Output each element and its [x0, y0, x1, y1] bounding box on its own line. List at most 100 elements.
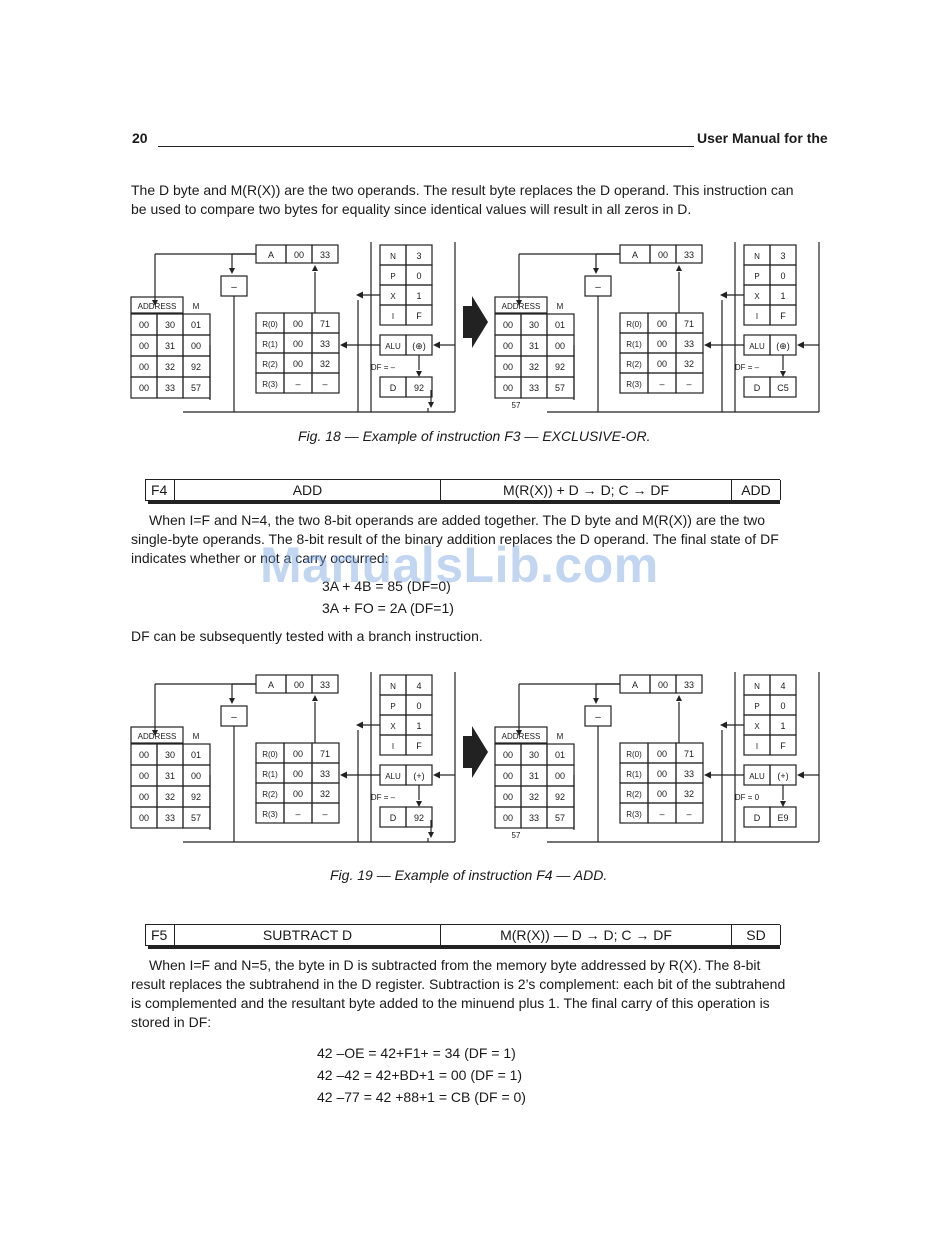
flag-value: F [416, 741, 422, 751]
register-label: R(2) [262, 790, 278, 799]
flag-label: P [754, 702, 759, 711]
flag-value: 0 [416, 701, 421, 711]
register-label: R(3) [262, 810, 278, 819]
memory-value: 00 [191, 771, 201, 781]
register-low: 71 [320, 319, 330, 329]
register-low: 71 [684, 749, 694, 759]
arrowhead-down [593, 698, 599, 704]
memory-address-low: 30 [165, 320, 175, 330]
a-register-cell [311, 244, 339, 264]
figure-18-caption: Fig. 18 — Example of instruction F3 — EX… [298, 428, 651, 444]
register-low: 32 [684, 789, 694, 799]
flag-value: 0 [780, 271, 785, 281]
a-register-value: 33 [320, 250, 330, 260]
alu-op: (⊕) [412, 341, 426, 351]
a-register-value: 00 [658, 250, 668, 260]
df-label: DF = 0 [735, 793, 760, 802]
memory-address-low: 30 [529, 750, 539, 760]
memory-address-high: 00 [139, 383, 149, 393]
memory-address-high: 00 [503, 792, 513, 802]
arrowhead-down [152, 730, 158, 736]
register-low: 32 [320, 789, 330, 799]
transition-arrow [463, 726, 488, 778]
arrowhead-down [229, 698, 235, 704]
paragraph-line: result replaces the subtrahend in the D … [131, 976, 786, 992]
register-cell [675, 802, 704, 824]
sub-example: 42 –77 = 42 +88+1 = CB (DF = 0) [317, 1089, 526, 1105]
memory-value: 57 [555, 383, 565, 393]
memory-address-low: 32 [165, 362, 175, 372]
register-label: R(3) [626, 380, 642, 389]
memory-address-high: 00 [139, 320, 149, 330]
paragraph-line: When I=F and N=4, the two 8-bit operands… [149, 512, 766, 528]
memory-value: 92 [191, 362, 201, 372]
flag-label: X [390, 722, 396, 731]
register-label: R(1) [262, 770, 278, 779]
register-low: – [322, 379, 327, 389]
memory-address-high: 00 [139, 771, 149, 781]
operation-cell: M(R(X)) — D → D; C → DF [441, 925, 732, 945]
register-label: R(2) [626, 360, 642, 369]
minus-sign: – [595, 282, 601, 293]
opcode-cell: F5 [146, 925, 175, 945]
memory-address-high: 00 [503, 320, 513, 330]
register-high: 00 [293, 749, 303, 759]
flag-label: I [756, 312, 758, 321]
d-register-label: D [390, 383, 397, 393]
add-example: 3A + FO = 2A (DF=1) [322, 600, 454, 616]
register-high: – [295, 379, 300, 389]
memory-address-high: 00 [139, 792, 149, 802]
flag-value: 1 [416, 721, 421, 731]
memory-value: 01 [191, 320, 201, 330]
flag-label: X [754, 292, 760, 301]
memory-address-low: 31 [165, 771, 175, 781]
d-register-value: E9 [777, 813, 788, 823]
arrowhead-left [340, 341, 347, 349]
a-register-value: 00 [294, 250, 304, 260]
flag-cell [405, 734, 433, 756]
arrowhead-down [428, 402, 434, 408]
memory-address-high: 00 [503, 362, 513, 372]
flag-label: N [754, 682, 760, 691]
flag-value: F [780, 311, 786, 321]
register-high: – [659, 379, 664, 389]
address-label: ADDRESS [502, 732, 541, 741]
arrowhead-left [720, 721, 727, 729]
arrowhead-up [676, 265, 682, 271]
arrowhead-down [516, 300, 522, 306]
register-high: 00 [657, 319, 667, 329]
flag-label: N [390, 682, 396, 691]
memory-address-low: 32 [529, 362, 539, 372]
arrowhead-left [340, 771, 347, 779]
flag-value: F [416, 311, 422, 321]
register-high: 00 [293, 769, 303, 779]
register-low: 71 [320, 749, 330, 759]
register-cell [311, 372, 340, 394]
df-label: DF = – [371, 793, 396, 802]
header-rule [158, 146, 694, 147]
a-register-label: A [632, 250, 638, 260]
minus-sign: – [231, 282, 237, 293]
paragraph-line: indicates whether or not a carry occurre… [131, 550, 389, 566]
paragraph-line: single-byte operands. The 8-bit result o… [131, 531, 779, 547]
opcode-cell: F4 [146, 480, 175, 500]
flag-cell [405, 304, 433, 326]
register-high: 00 [293, 789, 303, 799]
register-low: 33 [684, 769, 694, 779]
alu-label: ALU [749, 772, 765, 781]
memory-address-low: 31 [529, 341, 539, 351]
flag-value: 3 [780, 251, 785, 261]
arrowhead-left [797, 341, 804, 349]
arrowhead-left [704, 771, 711, 779]
figure-19-caption: Fig. 19 — Example of instruction F4 — AD… [330, 867, 608, 883]
flag-label: P [390, 272, 395, 281]
flag-value: 1 [780, 721, 785, 731]
arrowhead-left [704, 341, 711, 349]
register-high: – [659, 809, 664, 819]
a-register-value: 33 [684, 250, 694, 260]
arrowhead-down [516, 730, 522, 736]
